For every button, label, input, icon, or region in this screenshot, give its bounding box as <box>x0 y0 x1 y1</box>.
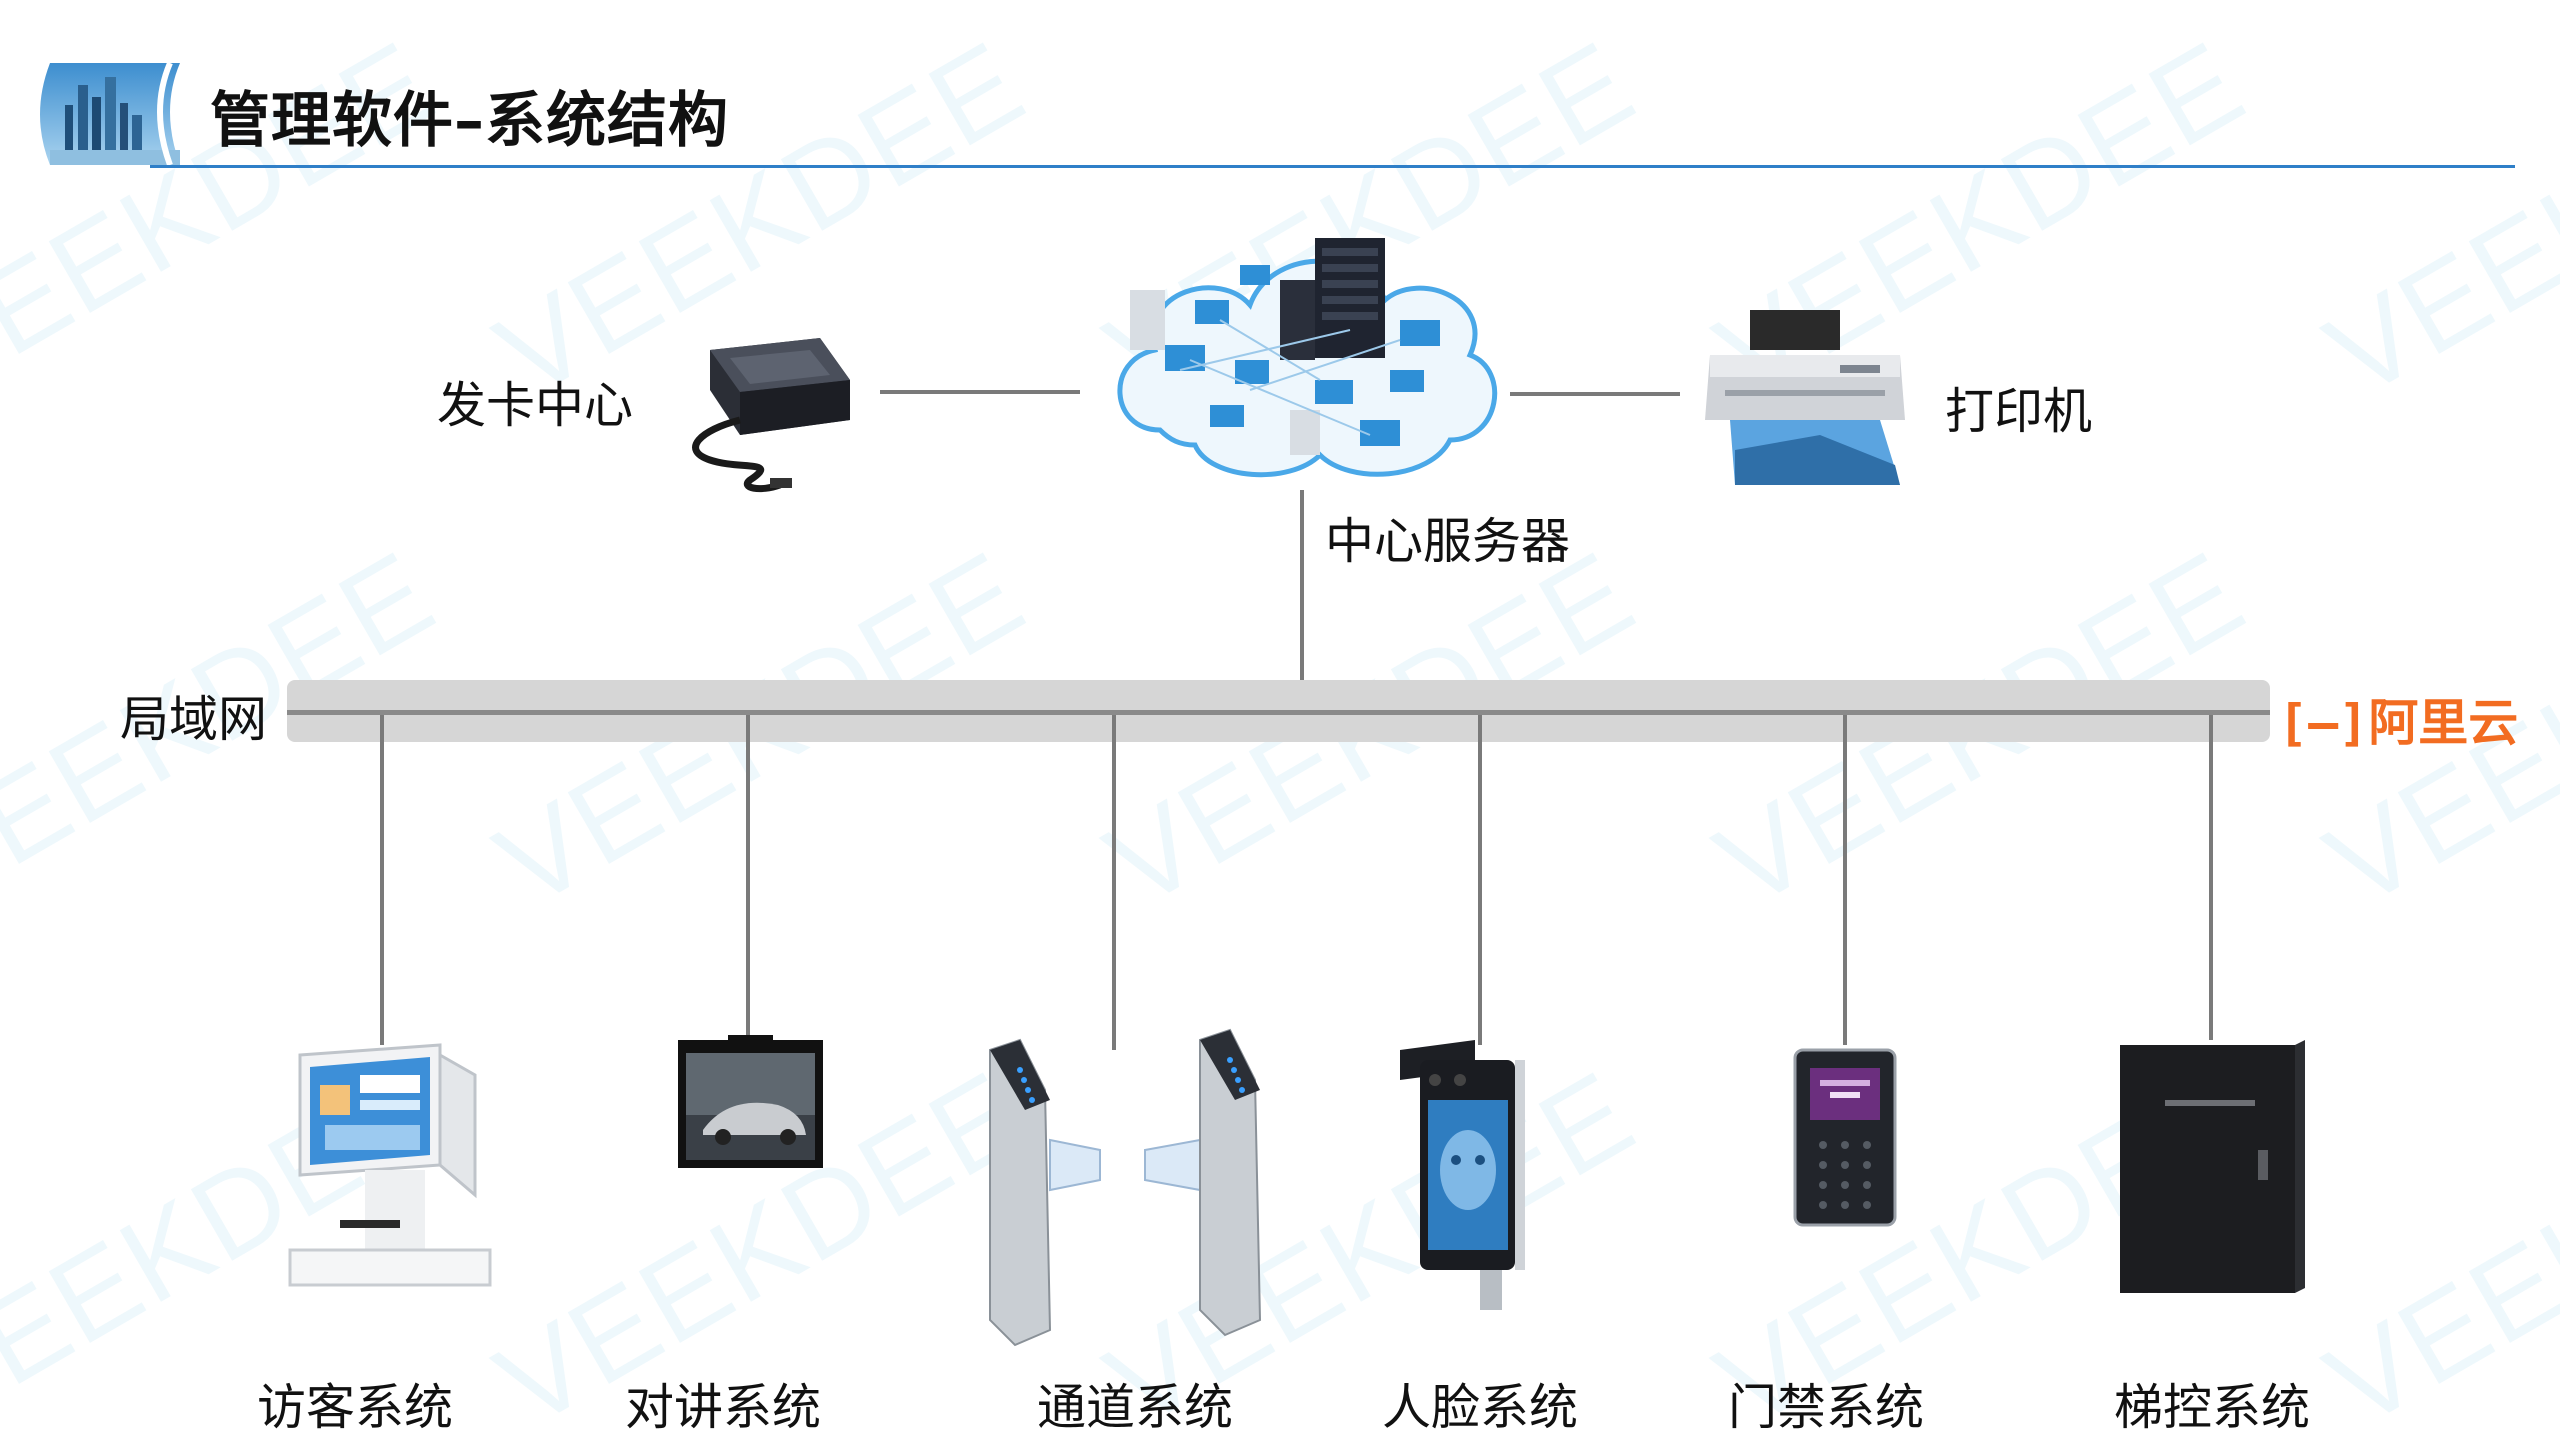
system-label-elevator: 梯控系统 <box>2113 1379 2310 1436</box>
link-lan-face <box>1478 715 1482 1045</box>
watermark: VEEKDEE <box>2305 15 2560 423</box>
aliyun-logo: [–]阿里云 <box>2278 694 2519 752</box>
aliyun-label: 阿里云 <box>2368 694 2519 752</box>
link-lan-turnstile <box>1112 715 1116 1050</box>
turnstile-gate-icon <box>989 1028 1262 1347</box>
visitor-kiosk-icon <box>288 1043 492 1287</box>
elevator-controller-icon <box>2120 1040 2305 1293</box>
server-cloud-icon <box>1117 238 1498 478</box>
access-control-reader-icon <box>1793 1048 1897 1227</box>
link-lan-elevator <box>2209 715 2213 1040</box>
card-reader-icon <box>692 338 850 493</box>
system-label-intercom: 对讲系统 <box>624 1379 821 1436</box>
face-terminal-icon <box>1400 1040 1525 1310</box>
printer-label: 打印机 <box>1945 383 2093 440</box>
intercom-icon <box>678 1035 823 1168</box>
link-server-lan <box>1300 490 1304 710</box>
link-lan-intercom <box>746 715 750 1035</box>
lan-bus-line <box>287 710 2270 715</box>
system-label-turnstile: 通道系统 <box>1036 1379 1233 1436</box>
system-label-face: 人脸系统 <box>1381 1379 1578 1436</box>
link-lan-visitor <box>380 715 384 1045</box>
system-label-visitor: 访客系统 <box>256 1379 453 1436</box>
system-label-access-control: 门禁系统 <box>1727 1379 1924 1436</box>
title-divider <box>150 165 2515 168</box>
link-lan-access <box>1843 715 1847 1045</box>
page-title: 管理软件–系统结构 <box>210 86 729 156</box>
server-label: 中心服务器 <box>1325 513 1571 570</box>
link-card-issuer-server <box>880 390 1080 394</box>
link-server-printer <box>1510 392 1680 396</box>
city-skyline-logo <box>40 61 180 167</box>
lan-label: 局域网 <box>120 691 268 748</box>
card-issuer-label: 发卡中心 <box>437 377 634 434</box>
printer-icon <box>1705 310 1905 485</box>
